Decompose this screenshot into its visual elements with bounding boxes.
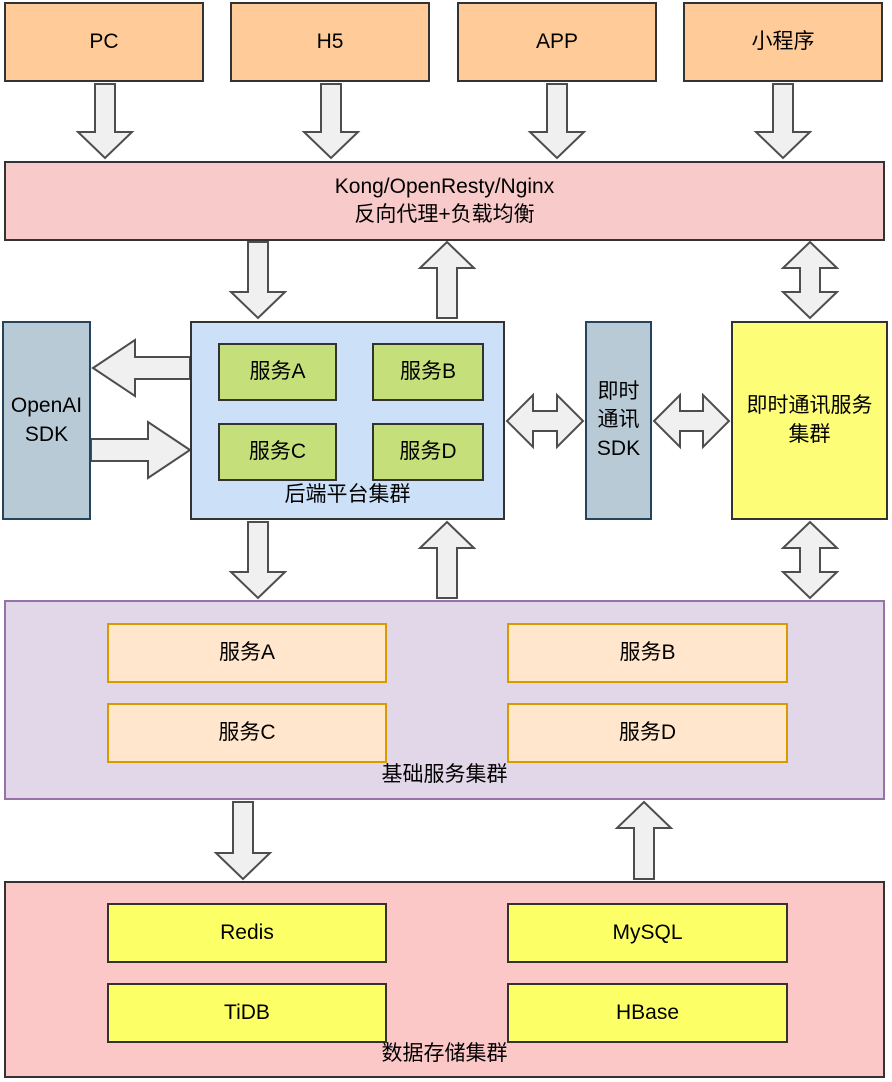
client-label-h5: H5 — [316, 29, 344, 53]
arrow-app-to-gateway — [527, 83, 587, 160]
im-cluster-label: 即时通讯服务集群 — [746, 394, 873, 446]
backend-service-b-box: 服务B — [372, 343, 484, 401]
data-storage-cluster: Redis MySQL TiDB HBase 数据存储集群 — [4, 881, 885, 1078]
arrow-openai-sdk-to-platform — [90, 420, 192, 480]
backend-service-c-box: 服务C — [218, 423, 337, 481]
backend-service-b-label: 服务B — [399, 359, 456, 383]
arrow-imsdk-imcluster-bidirectional — [652, 392, 731, 450]
data-storage-title: 数据存储集群 — [381, 1041, 508, 1065]
base-service-b-label: 服务B — [619, 640, 676, 664]
store-tidb-label: TiDB — [224, 1000, 270, 1024]
arrow-platform-to-openai-sdk — [91, 338, 191, 398]
arrow-gateway-imcluster-bidirectional — [780, 240, 840, 320]
base-service-b-box: 服务B — [507, 623, 788, 683]
store-redis-box: Redis — [107, 903, 387, 963]
store-mysql-box: MySQL — [507, 903, 788, 963]
client-box-pc: PC — [4, 2, 204, 82]
arrow-base-to-storage — [213, 801, 273, 881]
store-tidb-box: TiDB — [107, 983, 387, 1043]
base-service-c-label: 服务C — [218, 720, 276, 744]
arrow-h5-to-gateway — [301, 83, 361, 160]
store-hbase-label: HBase — [615, 1000, 680, 1024]
arrow-base-services-to-platform — [417, 520, 477, 599]
im-sdk-label: 即时通讯SDK — [596, 379, 641, 460]
arrow-platform-to-gateway — [417, 240, 477, 319]
backend-platform-title: 后端平台集群 — [284, 482, 411, 506]
gateway-line1: Kong/OpenResty/Nginx — [334, 174, 555, 198]
backend-service-d-label: 服务D — [399, 439, 457, 463]
backend-platform-cluster: 服务A 服务B 服务C 服务D 后端平台集群 — [190, 321, 505, 520]
arrow-storage-to-base — [614, 800, 674, 880]
base-service-c-box: 服务C — [107, 703, 387, 763]
arrow-imcluster-base-bidirectional — [780, 520, 840, 600]
store-mysql-label: MySQL — [612, 920, 683, 944]
openai-sdk-box: OpenAI SDK — [2, 321, 91, 520]
openai-sdk-label: OpenAI SDK — [10, 394, 83, 446]
gateway-line2: 反向代理+负载均衡 — [354, 203, 535, 226]
backend-service-a-label: 服务A — [249, 359, 306, 383]
client-label-miniapp: 小程序 — [751, 29, 815, 53]
client-label-app: APP — [535, 29, 579, 53]
im-cluster-box: 即时通讯服务集群 — [731, 321, 888, 520]
base-service-d-label: 服务D — [618, 720, 677, 744]
base-services-title: 基础服务集群 — [381, 762, 508, 786]
arrow-gateway-to-platform — [228, 241, 288, 320]
client-box-app: APP — [457, 2, 657, 82]
arrow-pc-to-gateway — [75, 83, 135, 160]
arrow-platform-imsdk-bidirectional — [505, 392, 585, 450]
arrow-platform-to-base-services — [228, 521, 288, 600]
client-box-h5: H5 — [230, 2, 430, 82]
im-sdk-box: 即时通讯SDK — [585, 321, 652, 520]
base-service-d-box: 服务D — [507, 703, 788, 763]
backend-service-d-box: 服务D — [372, 423, 484, 481]
client-label-pc: PC — [89, 29, 119, 53]
gateway-box: Kong/OpenResty/Nginx 反向代理+负载均衡 — [4, 161, 885, 241]
base-services-cluster: 服务A 服务B 服务C 服务D 基础服务集群 — [4, 600, 885, 800]
client-box-miniapp: 小程序 — [683, 2, 883, 82]
backend-service-c-label: 服务C — [248, 439, 307, 463]
store-redis-label: Redis — [220, 920, 274, 944]
base-service-a-box: 服务A — [107, 623, 387, 683]
base-service-a-label: 服务A — [218, 640, 275, 664]
arrow-miniapp-to-gateway — [753, 83, 813, 160]
store-hbase-box: HBase — [507, 983, 788, 1043]
backend-service-a-box: 服务A — [218, 343, 337, 401]
